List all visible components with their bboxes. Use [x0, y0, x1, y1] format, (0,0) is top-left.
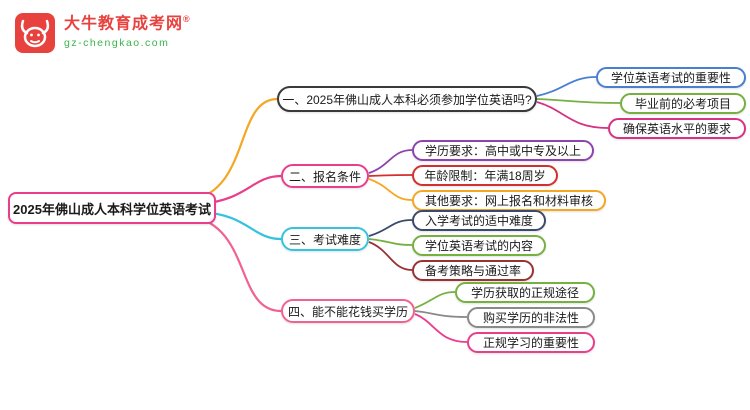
- leaf-node: 备考策略与通过率: [412, 260, 534, 281]
- leaf-node: 正规学习的重要性: [467, 332, 595, 353]
- branch-node-1: 一、2025年佛山成人本科必须参加学位英语吗?: [277, 86, 537, 112]
- leaf-node: 年龄限制：年满18周岁: [412, 165, 558, 186]
- branch-node-2: 二、报名条件: [281, 164, 369, 188]
- leaf-node: 其他要求：网上报名和材料审核: [412, 190, 606, 211]
- branch-node-4: 四、能不能花钱买学历: [281, 299, 415, 323]
- logo-title: 大牛教育成考网®: [64, 14, 191, 33]
- leaf-node: 学位英语考试的内容: [412, 235, 546, 256]
- leaf-node: 确保英语水平的要求: [608, 118, 746, 139]
- leaf-node: 购买学历的非法性: [467, 307, 595, 328]
- connector-branch3-leaf3: [368, 241, 413, 271]
- connector-branch1-leaf2: [536, 98, 621, 104]
- logo-domain: gz-chengkao.com: [64, 36, 170, 49]
- connector-branch4-leaf2: [414, 310, 468, 318]
- connector-branch2-leaf2: [368, 174, 413, 177]
- connector-root-branch1: [189, 97, 278, 202]
- leaf-node: 入学考试的适中难度: [412, 210, 546, 231]
- connector-branch1-leaf1: [536, 76, 597, 97]
- connector-branch4-leaf3: [414, 313, 468, 343]
- leaf-node: 毕业前的必考项目: [620, 93, 746, 114]
- connector-branch2-leaf3: [368, 178, 413, 201]
- leaf-node: 学历要求：高中或中专及以上: [412, 140, 594, 161]
- connector-branch2-leaf1: [368, 149, 413, 174]
- connector-branch3-leaf2: [368, 238, 413, 246]
- connector-branch1-leaf3: [536, 101, 609, 129]
- root-node: 2025年佛山成人本科学位英语考试: [8, 192, 216, 224]
- leaf-node: 学位英语考试的重要性: [596, 67, 746, 88]
- bull-logo-icon: [15, 13, 55, 53]
- branch-node-3: 三、考试难度: [281, 227, 369, 251]
- connector-root-branch4: [189, 214, 282, 313]
- leaf-node: 学历获取的正规途径: [455, 282, 595, 303]
- site-logo[interactable]: 大牛教育成考网® gz-chengkao.com: [14, 12, 191, 54]
- registered-mark: ®: [183, 14, 191, 24]
- connector-branch3-leaf1: [368, 219, 413, 237]
- connector-branch4-leaf1: [414, 291, 456, 309]
